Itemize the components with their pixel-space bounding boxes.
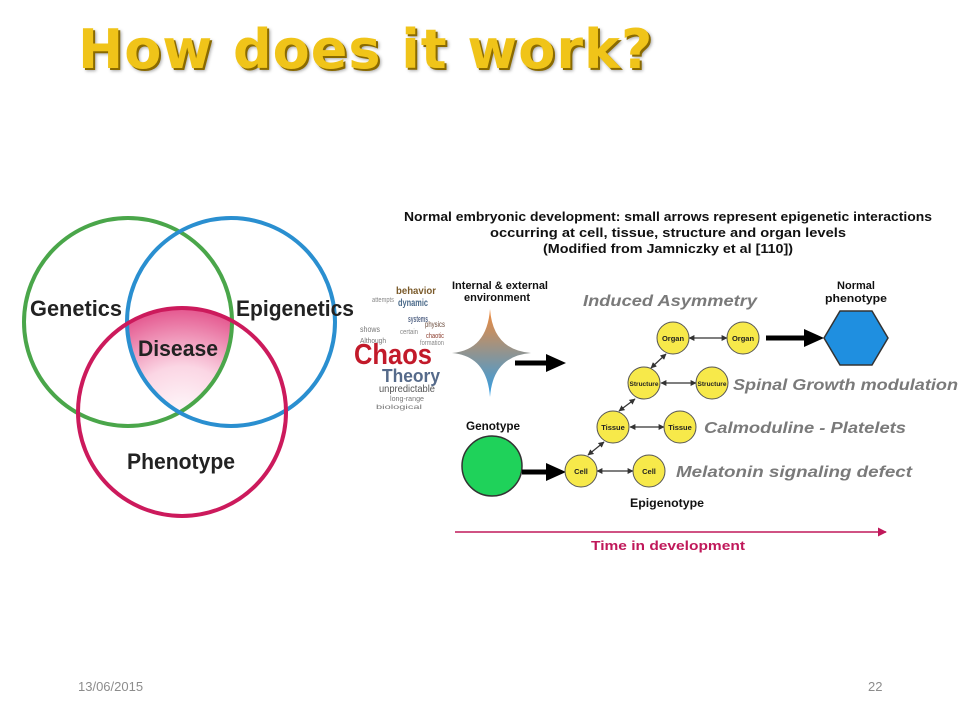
- genotype-arrow-head: [546, 463, 566, 481]
- cell-node-right-label: Cell: [642, 467, 656, 476]
- word-physics: physics: [425, 320, 445, 329]
- word-formation: formation: [420, 340, 444, 347]
- genotype-node: [461, 435, 523, 497]
- word-attempts: attempts: [372, 297, 394, 304]
- tissue-node-right-circle: [663, 410, 697, 444]
- word-long-range: long-range: [390, 396, 424, 403]
- epigenetic-interaction-arrows: [587, 335, 728, 474]
- arrow-structure-organ: [650, 353, 667, 369]
- word-cloud-background: [355, 277, 445, 403]
- organ-node-left: Organ: [656, 321, 690, 355]
- tissue-node-left-circle: [596, 410, 630, 444]
- normal-phenotype-hexagon: [823, 310, 889, 366]
- time-axis-label: Time in development: [591, 538, 746, 553]
- development-diagram: Internal & external environment Genotype…: [452, 280, 889, 553]
- cell-node-right: Cell: [632, 454, 666, 488]
- word-although: Although: [360, 338, 386, 345]
- organ-node-right-circle: [726, 321, 760, 355]
- organ-node-right: Organ: [726, 321, 760, 355]
- annotations: Induced Asymmetry Spinal Growth modulati…: [583, 293, 958, 481]
- arrow-tissue-structure: [618, 398, 636, 412]
- word-certain: certain: [400, 329, 418, 336]
- slide-page-number: 22: [868, 679, 883, 694]
- phenotype-arrow-head: [804, 329, 824, 347]
- word-systems: systems: [408, 314, 428, 324]
- genetics-label: Genetics: [30, 296, 122, 321]
- environment-arrow-head: [546, 354, 566, 372]
- disease-label: Disease: [138, 336, 218, 361]
- annotation-calmoduline: Calmoduline - Platelets: [704, 420, 906, 437]
- venn-diagram: Genetics Epigenetics Disease Phenotype: [22, 216, 354, 518]
- structure-node-right: Structure: [695, 366, 729, 400]
- chaos-word-cloud: behavior attempts dynamic physics shows …: [354, 277, 445, 411]
- tissue-node-right: Tissue: [663, 410, 697, 444]
- caption-line-2: occurring at cell, tissue, structure and…: [490, 226, 846, 240]
- structure-node-left-circle: [627, 366, 661, 400]
- organ-node-right-label: Organ: [732, 334, 755, 343]
- phenotype-label: Phenotype: [127, 449, 235, 474]
- cell-node-left-label: Cell: [574, 467, 588, 476]
- organ-node-left-label: Organ: [662, 334, 685, 343]
- structure-node-right-circle: [695, 366, 729, 400]
- word-unpredictable: unpredictable: [379, 384, 435, 395]
- word-dynamic: dynamic: [398, 298, 428, 309]
- environment-label-line-2: environment: [464, 292, 530, 304]
- tissue-node-left-label: Tissue: [601, 423, 625, 432]
- word-chaos: Chaos: [354, 339, 432, 371]
- word-shows: shows: [360, 325, 380, 334]
- genotype-label: Genotype: [466, 419, 520, 433]
- word-chaotic: chaotic: [426, 333, 444, 340]
- structure-node-left-label: Structure: [630, 381, 659, 388]
- tissue-node-left: Tissue: [596, 410, 630, 444]
- slide-date: 13/06/2015: [78, 679, 144, 694]
- cell-node-right-circle: [632, 454, 666, 488]
- figure-caption: Normal embryonic development: small arro…: [404, 210, 932, 256]
- normal-phenotype-label-line-2: phenotype: [825, 293, 887, 305]
- structure-node-right-label: Structure: [698, 381, 727, 388]
- environment-label-line-1: Internal & external: [452, 280, 548, 292]
- annotation-induced-asymmetry: Induced Asymmetry: [583, 293, 758, 310]
- cell-node-left-circle: [564, 454, 598, 488]
- structure-node-left: Structure: [627, 366, 661, 400]
- annotation-spinal-growth: Spinal Growth modulation: [733, 377, 958, 394]
- organ-node-left-circle: [656, 321, 690, 355]
- tissue-node-right-label: Tissue: [668, 423, 692, 432]
- epigenotype-label: Epigenotype: [630, 496, 704, 510]
- word-theory: Theory: [382, 366, 440, 386]
- environment-shape: [452, 309, 531, 397]
- word-behavior: behavior: [396, 286, 436, 297]
- phenotype-circle: [76, 306, 288, 518]
- epigenetics-label: Epigenetics: [236, 296, 354, 321]
- caption-line-1: Normal embryonic development: small arro…: [404, 210, 932, 224]
- cell-node-left: Cell: [564, 454, 598, 488]
- caption-line-3: (Modified from Jamniczky et al [110]): [543, 242, 793, 256]
- annotation-melatonin: Melatonin signaling defect: [676, 464, 913, 481]
- arrow-cell-tissue: [587, 441, 605, 456]
- normal-phenotype-label-line-1: Normal: [837, 280, 875, 292]
- word-biological: biological: [376, 405, 422, 411]
- slide-title: How does it work?: [78, 18, 654, 81]
